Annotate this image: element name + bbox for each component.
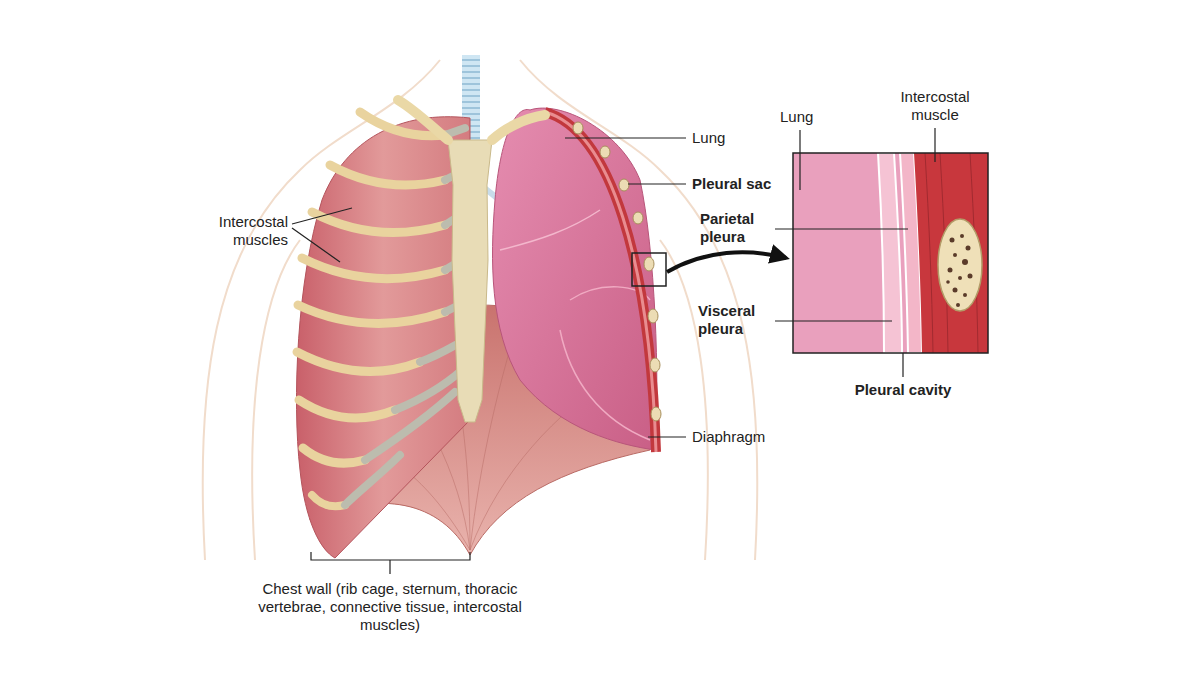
rib-section [619,179,629,191]
leader-line [292,208,352,224]
rib-section [644,257,654,271]
leader-line [799,130,800,190]
inset-lung [793,153,988,353]
visceral-pleura [878,153,902,353]
part-label: Lung [692,129,782,147]
rib [312,495,345,506]
rib-section [573,122,661,421]
zoom-arrow [667,252,786,272]
rib-section [651,407,661,421]
ribs [297,112,445,506]
part-label: Pleural sac [692,175,822,193]
bone-marrow [946,234,972,307]
bracket [311,552,470,574]
leader-line [292,228,340,262]
leader-line [902,353,903,377]
rib-section [650,358,660,372]
rib-section [573,122,583,134]
costal-cartilage [345,128,465,505]
part-label: Visceral pleura [698,302,772,338]
bracket-label: Chest wall (rib cage, sternum, thoracic … [240,580,540,634]
inset-intercostal-muscle [914,153,988,353]
leader-line [648,436,686,437]
costal-cartilage [365,392,455,460]
leader-line [934,128,935,162]
pleural-sac [545,112,656,452]
inset-label: Intercostal muscle [880,88,990,124]
rib [330,165,445,185]
pleural-sac [545,112,656,452]
rib-section [633,212,643,224]
leader-line [775,228,908,229]
leader-line [628,183,686,184]
lung-fissure [560,287,650,440]
body-outline [660,240,708,560]
sternum [448,140,492,422]
leader-line [775,320,892,321]
rib-section [600,146,610,158]
part-label: Parietal pleura [700,210,772,246]
intercostal-muscles [296,117,470,558]
leader-lines [292,128,935,437]
rib [303,448,365,463]
clavicle [492,115,545,140]
rib [298,305,445,323]
zoom-box [632,253,666,286]
costal-cartilage [345,455,400,505]
leader-line [565,137,686,138]
inset-frame [793,153,988,353]
part-label: Diaphragm [692,428,802,446]
part-label: Intercostal muscles [196,213,288,249]
inset-label: Pleural cavity [833,381,973,399]
rib [297,352,420,371]
rib-section [648,309,658,323]
rib [299,400,395,418]
rib-cross-section [938,219,982,311]
clavicle [398,100,448,140]
rib [312,212,445,233]
body-outline [252,240,300,560]
inset-label: Lung [780,108,840,126]
lung-fissure [500,210,600,250]
rib [302,258,445,279]
